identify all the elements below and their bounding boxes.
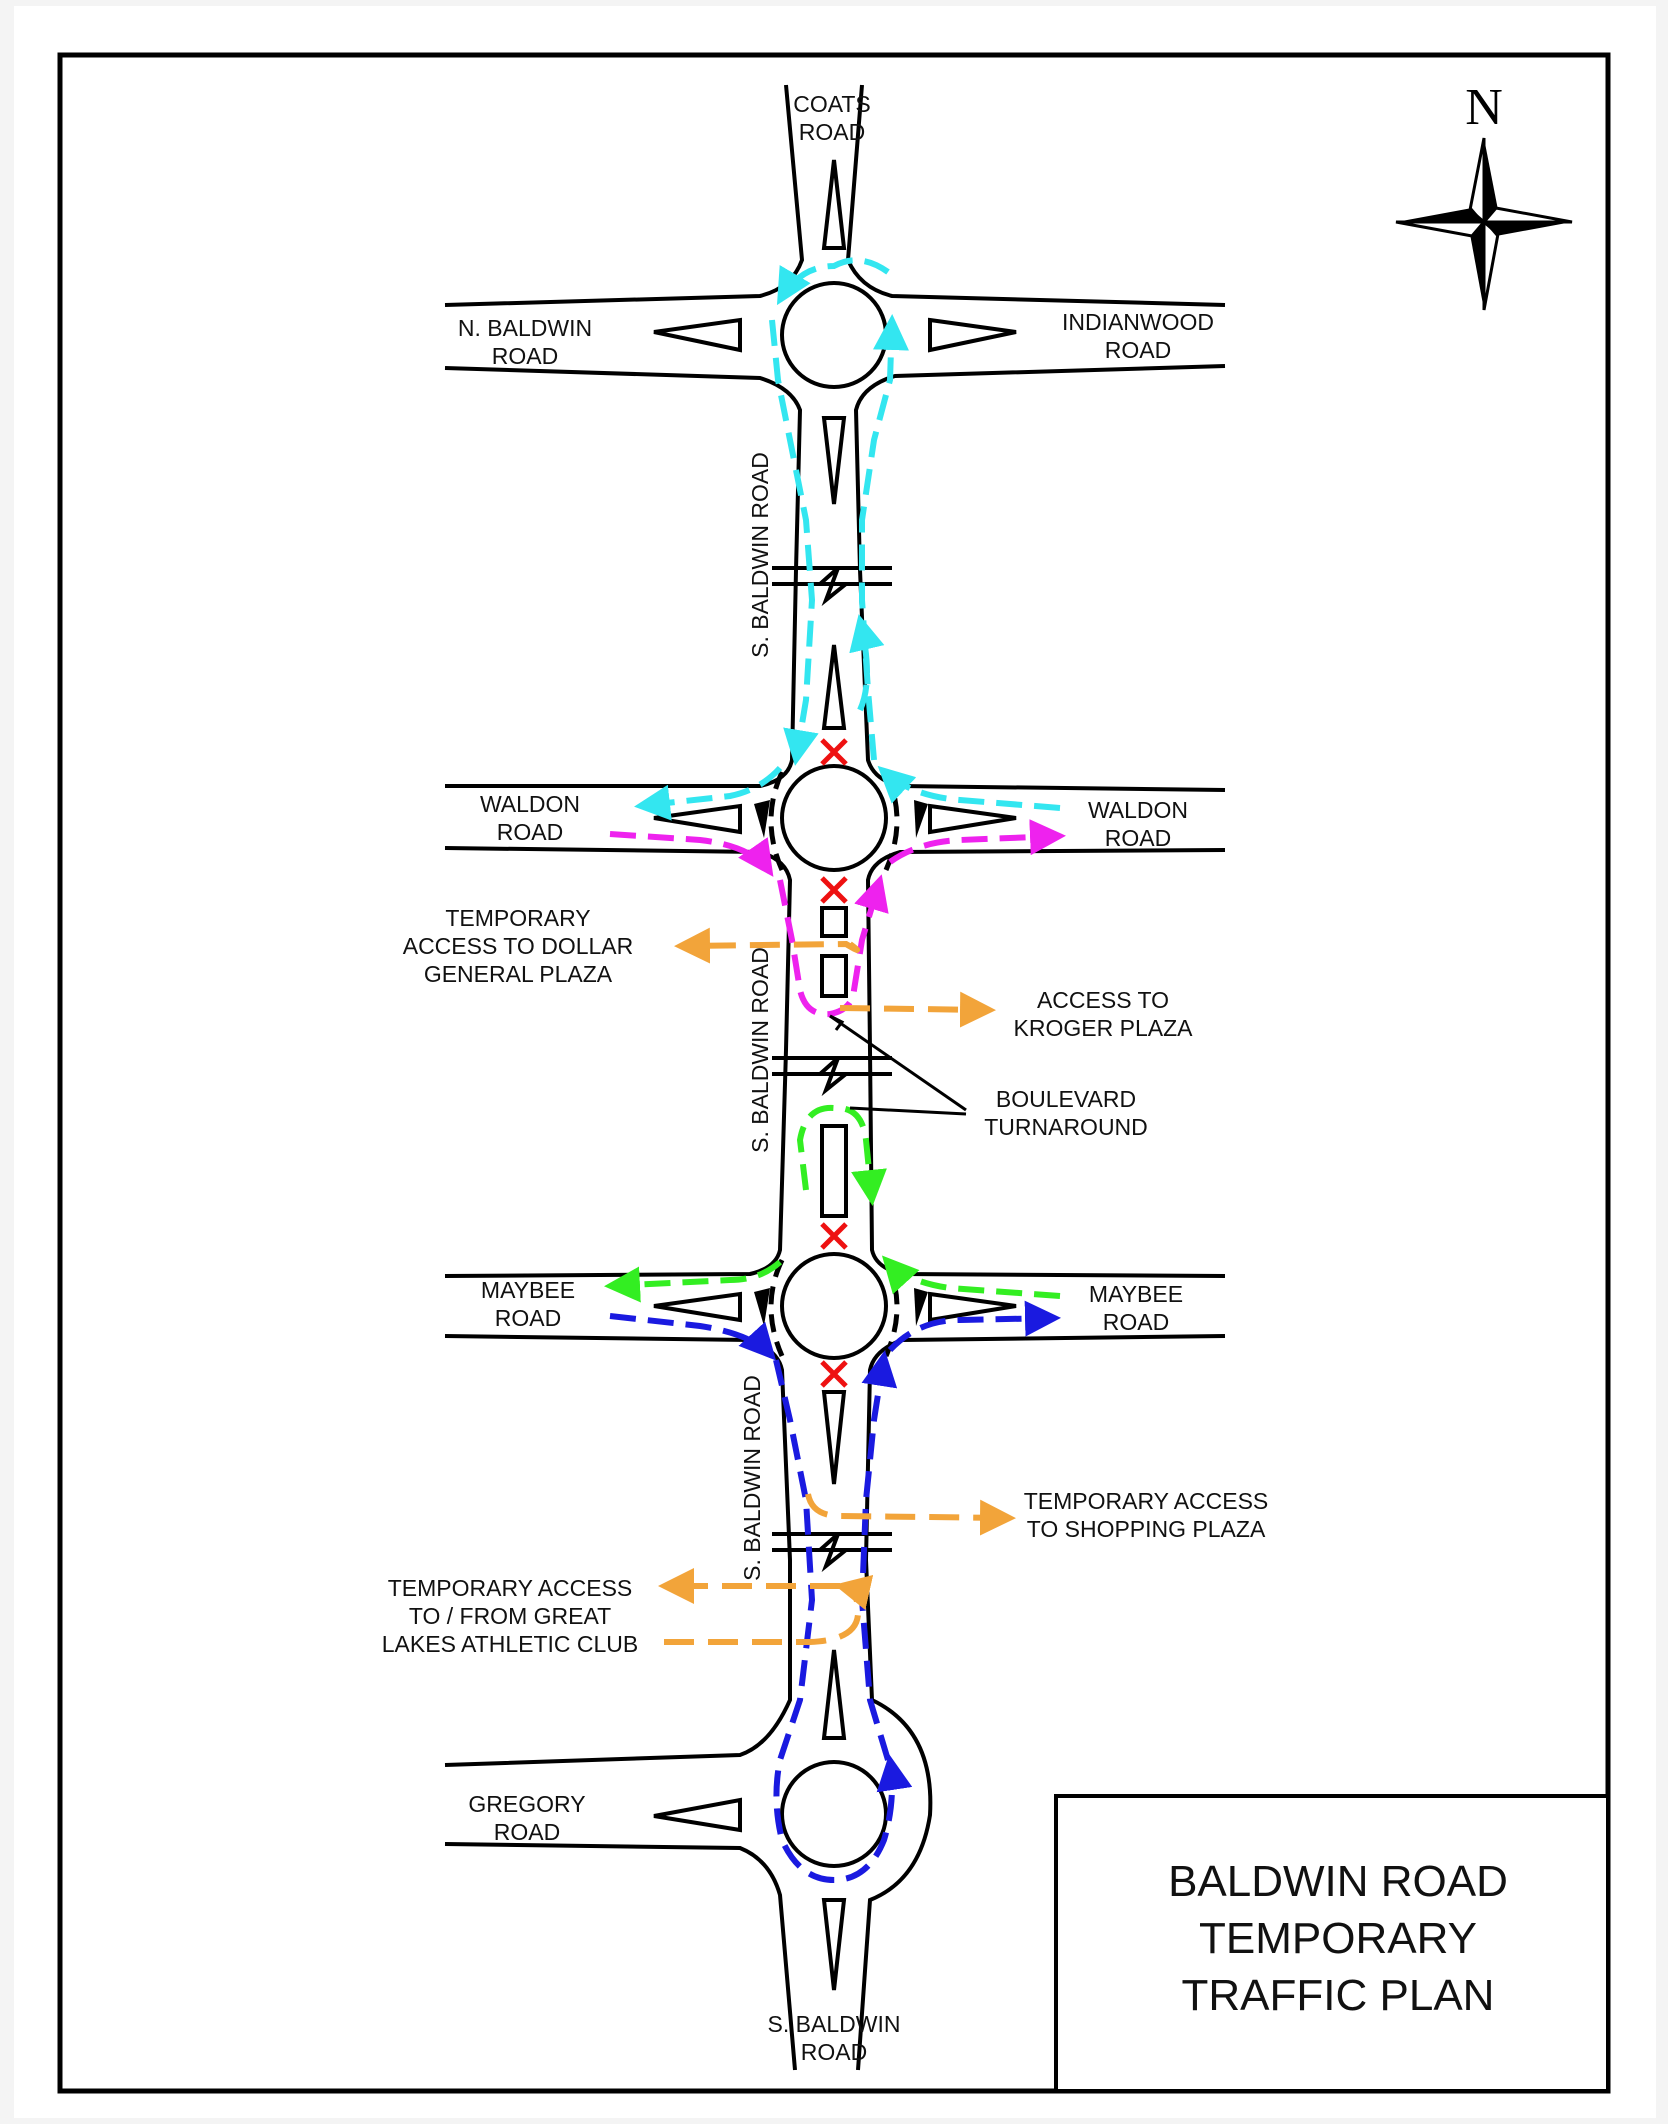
title-line-2: TEMPORARY [1199,1914,1477,1963]
closure-x-marks [820,738,848,1388]
great-lakes-line-1: TEMPORARY ACCESS [388,1575,633,1601]
label-s-baldwin-vertical-3: S. BALDWIN ROAD [739,1375,765,1581]
label-waldon-w-2: ROAD [497,819,563,845]
kroger-line-1: ACCESS TO [1037,987,1169,1013]
title-block: BALDWIN ROAD TEMPORARY TRAFFIC PLAN [1054,1794,1610,2093]
label-waldon-w-1: WALDON [480,791,580,817]
title-line-1: BALDWIN ROAD [1168,1857,1508,1906]
label-maybee-w-1: MAYBEE [481,1277,575,1303]
label-s-baldwin-vertical-1: S. BALDWIN ROAD [747,452,773,658]
north-label: N [1465,79,1503,136]
road-labels: COATS ROAD N. BALDWIN ROAD INDIANWOOD RO… [458,91,1214,2065]
label-gregory-1: GREGORY [468,1791,585,1817]
label-coats-2: ROAD [799,119,865,145]
label-n-baldwin-1: N. BALDWIN [458,315,592,341]
label-waldon-e-2: ROAD [1105,825,1171,851]
shopping-plaza-line-1: TEMPORARY ACCESS [1024,1488,1269,1514]
label-s-baldwin-1: S. BALDWIN [768,2011,901,2037]
label-coats-1: COATS [793,91,871,117]
annotation-labels: TEMPORARY ACCESS TO DOLLAR GENERAL PLAZA… [382,905,1269,1657]
cyan-route [634,257,1061,821]
label-s-baldwin-vertical-2: S. BALDWIN ROAD [747,947,773,1153]
label-s-baldwin-2: ROAD [801,2039,867,2065]
sheet-border [57,52,1611,2094]
yield-wedges [754,800,928,1326]
roundabout-waldon [780,764,888,872]
match-line-breaks [772,566,892,1573]
dollar-general-line-1: TEMPORARY [445,905,590,931]
dollar-general-line-3: GENERAL PLAZA [424,961,613,987]
great-lakes-line-2: TO / FROM GREAT [409,1603,611,1629]
roundabout-coats [780,281,888,389]
label-indianwood-2: ROAD [1105,337,1171,363]
label-maybee-e-2: ROAD [1103,1309,1169,1335]
boulevard-line-1: BOULEVARD [996,1086,1136,1112]
green-route [604,1104,1061,1303]
splitter-islands [653,159,1017,1991]
label-maybee-w-2: ROAD [495,1305,561,1331]
orange-access-routes [658,927,1016,1645]
label-gregory-2: ROAD [494,1819,560,1845]
kroger-line-2: KROGER PLAZA [1014,1015,1194,1041]
compass-star-icon [1484,138,1498,222]
label-n-baldwin-2: ROAD [492,343,558,369]
great-lakes-line-3: LAKES ATHLETIC CLUB [382,1631,639,1657]
blue-route [609,1300,1061,1884]
shopping-plaza-line-2: TO SHOPPING PLAZA [1027,1516,1266,1542]
label-waldon-e-1: WALDON [1088,797,1188,823]
magenta-route [609,819,1066,1018]
roundabout-gregory [780,1760,888,1868]
title-line-3: TRAFFIC PLAN [1182,1971,1495,2020]
label-maybee-e-1: MAYBEE [1089,1281,1183,1307]
boulevard-leader-lines [829,1014,967,1116]
boulevard-line-2: TURNAROUND [984,1114,1148,1140]
label-indianwood-1: INDIANWOOD [1062,309,1214,335]
north-arrow: N [1395,79,1573,311]
roundabout-maybee [780,1252,888,1360]
dollar-general-line-2: ACCESS TO DOLLAR [403,933,634,959]
